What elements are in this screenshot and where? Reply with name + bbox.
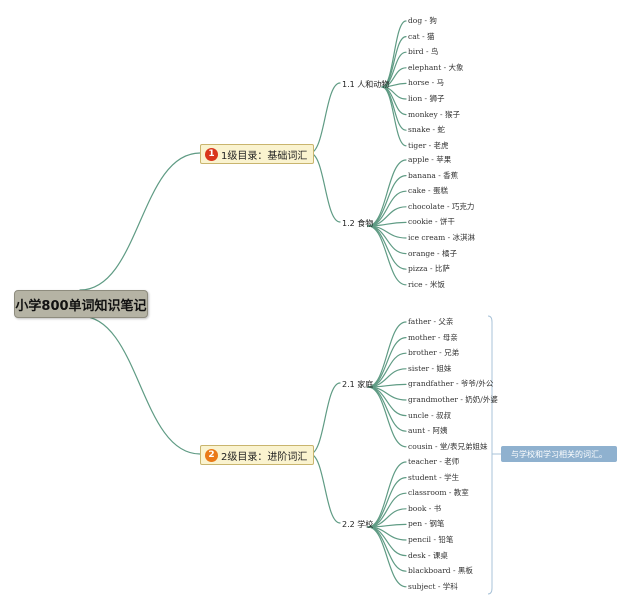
level1-title: 1级目录：基础词汇 [221,150,308,162]
leaf-1-2-2[interactable]: banana - 香蕉 [408,170,459,180]
leaf-2-2-5[interactable]: pen - 钢笔 [408,519,445,529]
leaf-2-2-3-connector [367,492,407,528]
leaf-1-1-6[interactable]: lion - 狮子 [408,94,445,103]
school-note-callout: 与学校和学习相关的词汇。 [501,446,617,462]
group-1-1-label[interactable]: 1.1 人和动物 [342,80,390,89]
leaf-1-1-3[interactable]: bird - 鸟 [408,47,439,57]
root-to-level2-connector [79,315,201,455]
leaf-1-2-6[interactable]: ice cream - 冰淇淋 [408,233,476,242]
leaf-2-2-4[interactable]: book - 书 [408,503,442,513]
leaf-2-2-3[interactable]: classroom - 教室 [408,488,469,498]
group-1-2-label[interactable]: 1.2 食物 [342,219,374,228]
leaf-2-1-2[interactable]: mother - 母亲 [408,332,458,342]
note-bracket [487,315,493,595]
leaf-1-1-7[interactable]: monkey - 猴子 [408,109,460,119]
group-2-1-label[interactable]: 2.1 家庭 [342,380,374,389]
leaf-1-1-9-connector [381,86,407,147]
leaf-2-1-7[interactable]: uncle - 叔叔 [408,410,452,420]
leaf-2-1-7-connector [367,386,407,417]
number-1-badge-icon: 1 [205,147,218,161]
leaf-2-2-2[interactable]: student - 学生 [408,472,460,482]
leaf-2-1-9[interactable]: cousin - 堂/表兄弟姐妹 [408,441,488,451]
leaf-2-1-6[interactable]: grandmother - 奶奶/外婆 [408,395,498,404]
leaf-2-2-9-connector [367,526,407,588]
leaf-1-1-1[interactable]: dog - 狗 [408,16,437,25]
leaf-1-2-8[interactable]: pizza - 比萨 [408,264,450,274]
leaf-1-1-8[interactable]: snake - 蛇 [408,125,445,135]
leaf-2-1-4[interactable]: sister - 姐妹 [408,363,452,373]
leaf-2-2-9[interactable]: subject - 学科 [408,581,458,591]
level1-to-group-1-2-connector [309,152,341,223]
leaf-1-1-2[interactable]: cat - 猫 [408,31,435,41]
level2-to-group-2-1-connector [309,382,341,455]
leaf-2-2-1[interactable]: teacher - 老师 [408,457,460,466]
group-2-2-label[interactable]: 2.2 学校 [342,520,374,529]
leaf-1-2-3-connector [367,190,407,227]
level1-to-group-1-1-connector [309,82,341,154]
leaf-2-2-2-connector [367,477,407,528]
leaf-1-2-1[interactable]: apple - 苹果 [408,155,452,164]
leaf-2-2-6[interactable]: pencil - 铅笔 [408,535,454,544]
leaf-1-2-7-connector [367,225,407,255]
leaf-2-1-3-connector [367,352,407,388]
leaf-2-1-9-connector [367,386,407,448]
leaf-1-2-9-connector [367,225,407,286]
number-2-badge-icon: 2 [205,448,218,462]
leaf-1-2-5[interactable]: cookie - 饼干 [408,217,455,227]
leaf-1-2-7[interactable]: orange - 橘子 [408,248,457,258]
leaf-1-2-4[interactable]: chocolate - 巧克力 [408,201,475,211]
root-to-level1-connector [79,152,201,291]
leaf-1-2-2-connector [367,175,407,227]
leaf-1-1-9[interactable]: tiger - 老虎 [408,140,449,150]
leaf-1-1-3-connector [381,51,407,88]
leaf-1-2-9[interactable]: rice - 米饭 [408,279,445,289]
leaf-2-1-2-connector [367,337,407,388]
leaf-2-2-7-connector [367,526,407,557]
leaf-1-1-5[interactable]: horse - 马 [408,78,445,88]
leaf-1-2-3[interactable]: cake - 蛋糕 [408,186,448,196]
leaf-2-1-3[interactable]: brother - 兄弟 [408,348,460,358]
level2-to-group-2-2-connector [309,453,341,524]
level2-title: 2级目录：进阶词汇 [221,451,308,463]
root-node[interactable]: 小学800单词知识笔记 [14,290,148,318]
leaf-2-2-8[interactable]: blackboard - 黑板 [408,566,473,576]
leaf-1-1-4[interactable]: elephant - 大象 [408,62,464,72]
leaf-2-1-8[interactable]: aunt - 阿姨 [408,426,448,436]
leaf-2-1-5[interactable]: grandfather - 爷爷/外公 [408,379,494,389]
level1-node[interactable]: 1 1级目录：基础词汇 [200,144,315,164]
level2-node[interactable]: 2 2级目录：进阶词汇 [200,445,315,465]
leaf-2-1-1[interactable]: father - 父亲 [408,317,454,326]
leaf-2-2-7[interactable]: desk - 课桌 [408,550,448,560]
